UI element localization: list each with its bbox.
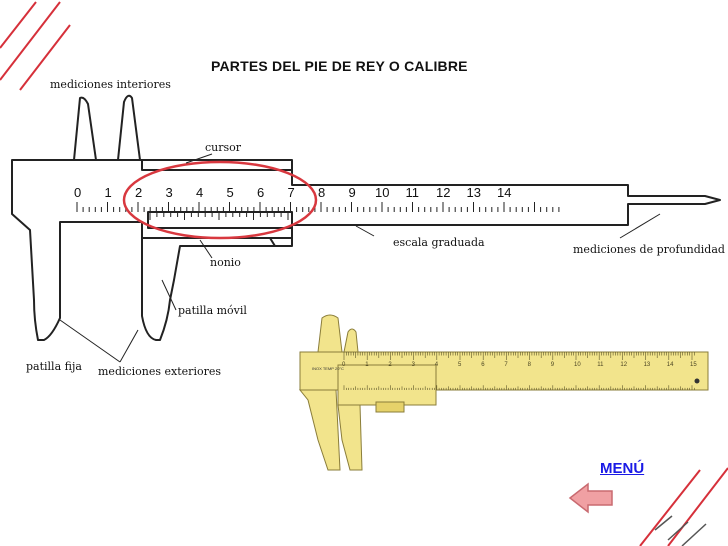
photo-scale-number: 8 [527,362,531,368]
scale-number: 2 [135,185,143,200]
scale-number: 8 [318,185,326,200]
scale-number: 4 [196,185,204,200]
scale-number: 11 [405,185,420,200]
label-vernier: nonio [210,256,241,269]
photo-scale-number: 12 [620,362,628,368]
scale-number: 5 [226,185,234,200]
scale-number: 9 [348,185,356,200]
scale-number: 14 [497,185,512,200]
photo-scale-number: 15 [690,362,697,368]
label-outer-measurements: mediciones exteriores [98,365,221,378]
label-inner-measurements: mediciones interiores [50,78,171,91]
label-cursor: cursor [205,141,242,154]
label-moving-jaw: patilla móvil [178,304,247,317]
page-title: PARTES DEL PIE DE REY O CALIBRE [211,58,468,74]
scale-number: 1 [104,185,112,200]
photo-scale-number: 3 [411,362,415,368]
label-fixed-jaw: patilla fija [26,360,82,373]
main-scale-ticks [76,202,560,212]
cursor-highlight-ellipse [122,160,318,240]
scale-number: 12 [436,185,451,200]
photo-scale-number: 2 [388,362,392,368]
back-arrow-icon[interactable] [568,482,614,514]
scale-number: 13 [466,185,481,200]
photo-scale-number: 1 [365,362,369,368]
label-graduated-scale: escala graduada [393,236,485,249]
photo-scale-number: 11 [597,362,604,368]
photo-scale-number: 10 [574,362,581,368]
scale-number: 3 [165,185,173,200]
photo-scale-number: 7 [504,362,508,368]
photo-scale-ticks [343,352,695,390]
photo-scale-number: 0 [342,362,346,368]
scale-number: 7 [287,185,295,200]
photo-scale-number: 5 [458,362,462,368]
scale-number: 6 [257,185,265,200]
photo-model-text: INOX TEMP 20°C [312,366,344,371]
label-depth-measurement: mediciones de profundidad [573,243,725,256]
photo-scale-number: 4 [434,362,439,368]
scale-number: 0 [74,185,82,200]
menu-link[interactable]: MENÚ [600,460,645,477]
photo-scale-number: 13 [643,362,651,368]
photo-scale-number: 14 [666,362,674,368]
vernier-ticks [149,212,289,220]
photo-scale-number: 6 [481,362,485,368]
scale-number: 10 [375,185,390,200]
photo-scale-number: 9 [550,362,555,368]
